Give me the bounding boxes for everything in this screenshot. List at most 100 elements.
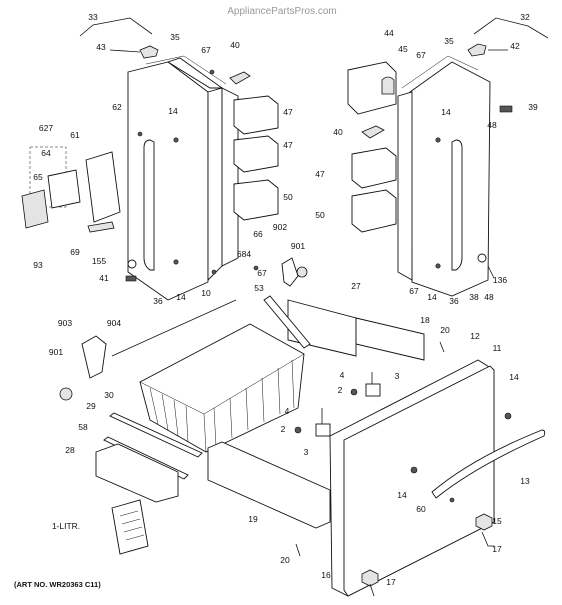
callout-c45: 45 (398, 44, 408, 54)
bushing-155 (127, 259, 137, 269)
cover-903 (81, 335, 107, 379)
callout-c19: 19 (248, 514, 258, 524)
bracket-3b (315, 423, 331, 437)
dispenser-64 (47, 169, 81, 209)
pin-17a (481, 531, 494, 547)
callout-c2b: 2 (281, 424, 286, 434)
callout-c902: 902 (273, 222, 287, 232)
callout-c67c: 67 (257, 268, 267, 278)
freezer-door-11 (343, 365, 495, 597)
left-door-handle (143, 139, 155, 271)
actuator-902 (281, 257, 299, 287)
dispenser-93 (21, 189, 49, 229)
callout-c28: 28 (65, 445, 75, 455)
callout-c50b: 50 (315, 210, 325, 220)
part-39 (499, 105, 513, 113)
gasket-35-left (145, 55, 227, 85)
slide-53 (263, 295, 311, 349)
callout-c20b: 20 (280, 555, 290, 565)
callout-c69: 69 (70, 247, 80, 257)
screw-14-a (173, 137, 179, 143)
callout-c18: 18 (420, 315, 430, 325)
callout-c27: 27 (351, 281, 361, 291)
callout-c1litr: 1-LITR. (52, 521, 80, 531)
callout-c35b: 35 (444, 36, 454, 46)
callout-c15: 15 (492, 516, 502, 526)
rod-904 (111, 299, 237, 357)
callout-c47a: 47 (283, 107, 293, 117)
callout-c65: 65 (33, 172, 43, 182)
callout-c12: 12 (470, 331, 480, 341)
right-door-assembly (347, 17, 549, 297)
callout-c4a: 4 (340, 370, 345, 380)
left-door-assembly (21, 17, 279, 301)
callout-c36a: 36 (153, 296, 163, 306)
freezer-door (329, 359, 546, 597)
callout-c38: 38 (469, 292, 479, 302)
basket-wires (149, 359, 295, 447)
callout-c33: 33 (88, 12, 98, 22)
callout-c3a: 3 (395, 371, 400, 381)
bracket-32 (473, 17, 549, 39)
callout-c66: 66 (253, 229, 263, 239)
callout-c40a: 40 (230, 40, 240, 50)
gear-901 (296, 266, 308, 278)
right-door-handle (451, 139, 463, 271)
callout-c42: 42 (510, 41, 520, 51)
callout-c48: 48 (487, 120, 497, 130)
callout-c62: 62 (112, 102, 122, 112)
callout-c58: 58 (78, 422, 88, 432)
callout-c30: 30 (104, 390, 114, 400)
callout-c35a: 35 (170, 32, 180, 42)
callout-c14c: 14 (176, 292, 186, 302)
hinge-43 (139, 45, 159, 59)
door-bin-47-top (233, 95, 279, 135)
callout-c155: 155 (92, 256, 106, 266)
callout-c17b: 17 (386, 577, 396, 587)
callout-c36b: 36 (449, 296, 459, 306)
handle-13 (431, 429, 546, 499)
callout-c13: 13 (520, 476, 530, 486)
callout-c901a: 901 (291, 241, 305, 251)
part-45 (381, 76, 395, 95)
bracket-27 (287, 299, 357, 357)
callout-c903: 903 (58, 318, 72, 328)
right-door-outer (409, 61, 491, 297)
hinge-15 (475, 513, 493, 531)
callout-c47b: 47 (283, 140, 293, 150)
callout-c627: 627 (39, 123, 53, 133)
right-door-liner (397, 91, 413, 281)
callout-c43: 43 (96, 42, 106, 52)
callout-c136: 136 (493, 275, 507, 285)
art-number: (ART NO. WR20363 C11) (14, 580, 101, 589)
hinge-16 (361, 569, 379, 587)
literature-1 (111, 499, 149, 555)
callout-c10: 10 (201, 288, 211, 298)
callout-c14e: 14 (509, 372, 519, 382)
basket-frame (139, 323, 305, 453)
callout-c14b: 14 (441, 107, 451, 117)
callout-c67b: 67 (416, 50, 426, 60)
left-door-inner (221, 87, 239, 267)
cover-40-left (229, 71, 251, 85)
screw-62 (137, 131, 143, 137)
hinge-42 (467, 43, 487, 57)
center-parts (253, 257, 425, 361)
callout-c904: 904 (107, 318, 121, 328)
bracket-33 (79, 17, 153, 37)
callout-c41: 41 (99, 273, 109, 283)
callout-c29: 29 (86, 401, 96, 411)
callout-c901b: 901 (49, 347, 63, 357)
callout-c93: 93 (33, 260, 43, 270)
slide-28 (95, 443, 179, 503)
callout-c67d: 67 (409, 286, 419, 296)
callout-c40b: 40 (333, 127, 343, 137)
callout-c20a: 20 (440, 325, 450, 335)
left-door-liner-66 (207, 87, 223, 282)
callout-c53: 53 (254, 283, 264, 293)
callout-c32: 32 (520, 12, 530, 22)
callout-c14d: 14 (427, 292, 437, 302)
callout-c4b: 4 (285, 406, 290, 416)
